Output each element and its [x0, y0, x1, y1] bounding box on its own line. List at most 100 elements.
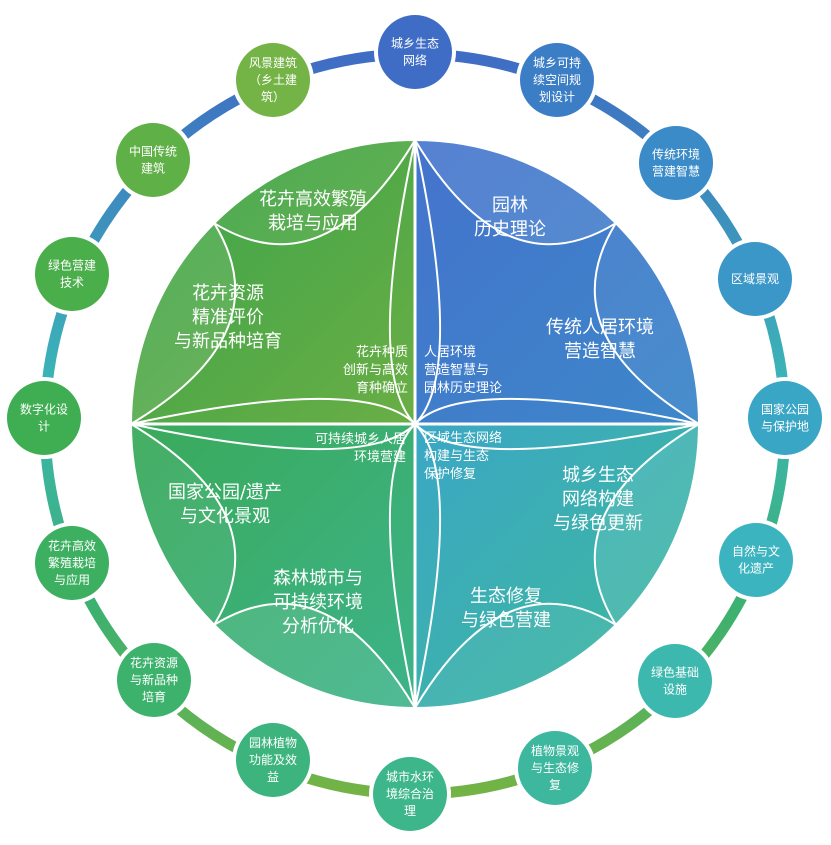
outer-node-label-line: 益	[267, 770, 279, 784]
bottom-right-petal-outer-label-line: 与绿色更新	[553, 513, 643, 534]
outer-node-14: 绿色营建技术	[31, 233, 113, 315]
outer-node-label-line: 城市水环	[386, 769, 434, 784]
node-circle	[518, 731, 592, 805]
outer-node-8: 植物景观与生态修复	[514, 727, 596, 809]
top-right-sector	[415, 140, 699, 424]
outer-node-label: 传统环境营建智慧	[652, 146, 700, 178]
top-right-petal-inner-label: 传统人居环境营造智慧	[546, 317, 654, 362]
outer-node-label: 城乡生态网络	[391, 36, 439, 67]
outer-node-label-line: 功能及效	[249, 752, 297, 767]
outer-node-label: 自然与文化遗产	[732, 543, 780, 575]
top-right-center-label-line: 营造智慧与	[424, 362, 489, 378]
outer-node-1: 城乡生态网络	[374, 11, 456, 93]
bottom-left-petal-outer-label-line: 与文化景观	[180, 506, 270, 527]
node-circle	[520, 43, 594, 117]
outer-node-label: 城乡可持续空间规划设计	[533, 55, 581, 104]
node-circle	[35, 526, 109, 600]
outer-node-label-line: 植物景观	[531, 743, 579, 758]
bottom-right-petal-inner-label: 生态修复与绿色营建	[461, 586, 551, 631]
bottom-right-petal-outer-label-line: 网络构建	[562, 489, 634, 510]
top-left-petal-outer-label-line: 栽培与应用	[268, 213, 358, 234]
bottom-left-petal-inner-label-line: 可持续环境	[273, 592, 363, 613]
outer-node-label-line: 绿色基础	[651, 664, 699, 679]
bottom-right-center-label: 区域生态网络构建与生态保护修复	[424, 430, 502, 482]
outer-node-label: 绿色营建技术	[48, 257, 96, 289]
top-left-center-label-line: 花卉种质	[356, 344, 408, 360]
petal-curve	[130, 397, 416, 425]
outer-node-label-line: 设施	[663, 682, 687, 696]
outer-node-10: 园林植物功能及效益	[232, 719, 314, 801]
outer-node-label-line: 划设计	[539, 90, 575, 104]
outer-node-label-line: 培育	[142, 689, 166, 704]
bottom-left-sector	[131, 424, 415, 708]
petal-curve	[388, 139, 416, 425]
top-left-petal-inner-label-line: 花卉资源	[192, 283, 264, 304]
bottom-right-sector	[415, 424, 699, 708]
outer-node-label-line: 网络	[403, 52, 427, 67]
outer-node-7: 绿色基础设施	[634, 640, 716, 722]
top-left-petal-inner-label-line: 与新品种培育	[174, 331, 282, 352]
node-circle	[638, 644, 712, 718]
outer-node-label-line: 筑）	[261, 89, 285, 104]
outer-node-label-line: 花卉高效	[48, 538, 96, 553]
node-circle	[236, 723, 310, 797]
node-circle	[718, 242, 792, 316]
outer-node-15: 中国传统建筑	[112, 119, 194, 201]
quadrant-top-left: 花卉高效繁殖栽培与应用花卉资源精准评价与新品种培育花卉种质创新与高效育种确立	[129, 138, 417, 426]
top-right-petal-outer-label-line: 园林	[492, 195, 528, 216]
top-left-petal-outer-label: 花卉高效繁殖栽培与应用	[259, 188, 367, 234]
node-circle	[373, 757, 447, 831]
top-right-petal-outer-label: 园林历史理论	[474, 195, 546, 240]
outer-node-4: 区域景观	[714, 238, 796, 320]
outer-node-label: 花卉资源与新品种培育	[130, 655, 178, 704]
node-circle	[719, 523, 793, 597]
top-left-center-label: 花卉种质创新与高效育种确立	[343, 344, 408, 396]
bottom-left-petal-inner-label: 森林城市与可持续环境分析优化	[273, 568, 363, 637]
node-circle	[236, 43, 310, 117]
petal-curve	[414, 423, 442, 709]
outer-node-label: 风景建筑（乡土建筑）	[249, 55, 297, 104]
outer-node-label-line: 理	[404, 804, 416, 818]
outer-nodes: 城乡生态网络城乡可持续空间规划设计传统环境营建智慧区域景观国家公园与保护地自然与…	[3, 11, 826, 835]
outer-node-label: 园林植物功能及效益	[249, 735, 297, 784]
outer-node-label-line: 国家公园	[761, 401, 809, 416]
outer-node-label-line: 建筑	[141, 160, 165, 175]
top-right-center-label: 人居环境营造智慧与园林历史理论	[424, 345, 502, 396]
node-circle	[117, 643, 191, 717]
outer-node-3: 传统环境营建智慧	[635, 122, 717, 204]
top-right-center-label-line: 人居环境	[424, 345, 476, 360]
outer-node-label-line: （乡土建	[249, 73, 297, 87]
node-circle	[7, 381, 81, 455]
outer-node-label-line: 与保护地	[761, 419, 809, 433]
outer-node-label-line: 区域景观	[731, 272, 779, 286]
bottom-left-petal-inner-label-line: 分析优化	[282, 616, 354, 637]
outer-node-label: 植物景观与生态修复	[531, 743, 579, 792]
bottom-left-petal-outer-label-line: 国家公园/遗产	[168, 482, 282, 503]
outer-node-11: 花卉资源与新品种培育	[113, 639, 195, 721]
outer-node-label-line: 数字化设	[20, 401, 68, 416]
outer-node-label-line: 园林植物	[249, 735, 297, 750]
top-left-center-label-line: 创新与高效	[343, 362, 408, 378]
petal-curve	[388, 423, 416, 709]
outer-node-label-line: 与应用	[54, 572, 90, 587]
top-right-petal-outer-label-line: 历史理论	[474, 219, 546, 240]
outer-node-6: 自然与文化遗产	[715, 519, 797, 601]
outer-node-label: 绿色基础设施	[651, 664, 699, 696]
outer-node-5: 国家公园与保护地	[744, 377, 826, 459]
node-circle	[378, 15, 452, 89]
outer-node-label-line: 中国传统	[129, 143, 177, 158]
bottom-right-center-label-line: 保护修复	[424, 467, 476, 482]
outer-node-12: 花卉高效繁殖栽培与应用	[31, 522, 113, 604]
outer-node-label-line: 绿色营建	[48, 257, 96, 272]
outer-node-9: 城市水环境综合治理	[369, 753, 451, 835]
bottom-right-petal-inner-label-line: 与绿色营建	[461, 610, 551, 631]
bottom-right-petal-outer-label: 城乡生态网络构建与绿色更新	[553, 465, 643, 534]
bottom-right-petal-outer-label-line: 城乡生态	[562, 465, 634, 486]
outer-node-label-line: 技术	[60, 275, 84, 289]
outer-node-label: 区域景观	[731, 272, 779, 286]
outer-node-label: 城市水环境综合治理	[386, 769, 434, 818]
